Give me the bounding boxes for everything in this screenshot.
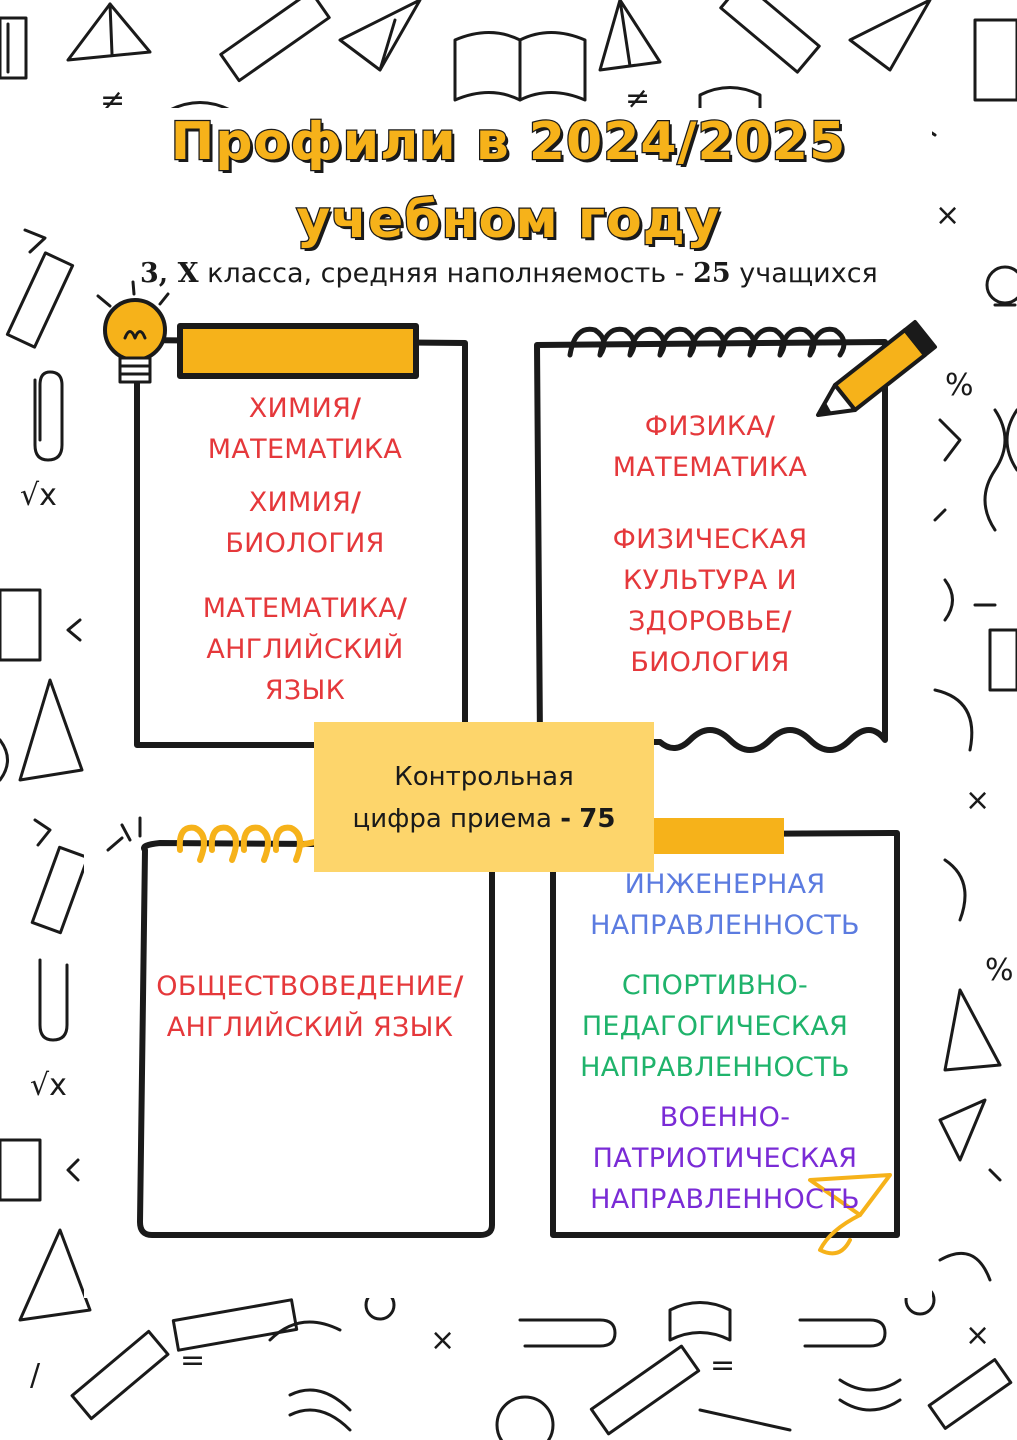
admission-quota-line-1: Контрольная bbox=[394, 762, 574, 792]
paperclip-icon bbox=[33, 370, 64, 462]
svg-text:%: % bbox=[985, 953, 1014, 988]
ruler-icon bbox=[927, 1358, 1013, 1430]
book-icon bbox=[988, 628, 1017, 692]
admission-quota-number: 75 bbox=[579, 804, 616, 834]
paper-plane-icon bbox=[338, 0, 422, 72]
profile-math-english: МАТЕМАТИКА/ АНГЛИЙСКИЙ ЯЗЫК bbox=[202, 593, 408, 706]
ruler-icon bbox=[719, 0, 821, 74]
classes-number: 3 bbox=[140, 258, 159, 289]
book-icon bbox=[973, 18, 1017, 102]
subtitle-text-b: учащихся bbox=[739, 258, 878, 289]
svg-text:×: × bbox=[965, 1318, 990, 1353]
direction-military-patriotic: ВОЕННО- ПАТРИОТИЧЕСКАЯ НАПРАВЛЕННОСТЬ bbox=[590, 1102, 860, 1215]
svg-text:=: = bbox=[710, 1348, 735, 1383]
page-title-line-2: учебном году bbox=[295, 189, 721, 252]
profile-pe-biology: ФИЗИЧЕСКАЯ КУЛЬТУРА И ЗДОРОВЬЕ/ БИОЛОГИЯ bbox=[612, 524, 808, 678]
triangle-prism-icon bbox=[66, 2, 152, 62]
classes-grade: X bbox=[177, 258, 199, 289]
book-icon bbox=[668, 1301, 732, 1342]
dna-icon bbox=[838, 1378, 902, 1412]
direction-sport-pedagogical: СПОРТИВНО- ПЕДАГОГИЧЕСКАЯ НАПРАВЛЕННОСТЬ bbox=[580, 970, 850, 1083]
svg-text:/: / bbox=[30, 1358, 41, 1393]
lightbulb-icon bbox=[96, 280, 170, 384]
spiral-rings bbox=[176, 824, 318, 863]
fill-number: 25 bbox=[693, 258, 731, 289]
admission-quota-line-2: цифра приема - 75 bbox=[352, 804, 616, 834]
paper-plane-icon bbox=[848, 0, 932, 72]
svg-text:=: = bbox=[180, 1343, 205, 1378]
dna-icon bbox=[983, 408, 1017, 532]
book-icon bbox=[453, 31, 587, 102]
paper-plane-icon bbox=[938, 1098, 987, 1162]
spiral-rings bbox=[567, 326, 847, 358]
svg-text:×: × bbox=[965, 783, 990, 818]
direction-engineering: ИНЖЕНЕРНАЯ НАПРАВЛЕННОСТЬ bbox=[590, 869, 860, 941]
paperclip-icon bbox=[518, 1318, 617, 1348]
book-icon bbox=[0, 16, 28, 80]
triangle-prism-icon bbox=[598, 0, 662, 72]
svg-text:×: × bbox=[430, 1323, 455, 1358]
profile-social-english: ОБЩЕСТВОВЕДЕНИЕ/ АНГЛИЙСКИЙ ЯЗЫК bbox=[156, 971, 464, 1043]
card-bottom-right-tape bbox=[630, 818, 784, 854]
page-title-line-1: Профили в 2024/2025 bbox=[169, 111, 847, 174]
subtitle-text-a: класса, средняя наполняемость bbox=[207, 258, 667, 289]
ruler-icon bbox=[30, 845, 90, 935]
paper-plane-icon bbox=[808, 1173, 892, 1256]
profile-chemistry-math: ХИМИЯ/ МАТЕМАТИКА bbox=[207, 393, 403, 465]
card-bottom-left-frame bbox=[137, 840, 495, 1238]
ruler-icon bbox=[589, 1344, 701, 1436]
card-top-right-frame bbox=[534, 339, 888, 753]
sqrt-x-icon: √x bbox=[30, 1068, 67, 1103]
pencil-icon bbox=[816, 320, 937, 417]
card-top-left-tape bbox=[177, 323, 419, 379]
ruler-icon bbox=[5, 251, 75, 349]
paperclip-icon bbox=[798, 1318, 887, 1348]
book-icon bbox=[0, 588, 42, 662]
subtitle-dash: - bbox=[674, 258, 685, 289]
profile-chemistry-biology: ХИМИЯ/ БИОЛОГИЯ bbox=[225, 487, 385, 559]
admission-quota-box: Контрольная цифра приема - 75 bbox=[314, 722, 654, 872]
triangle-prism-icon bbox=[18, 1228, 92, 1322]
sqrt-x-icon: √x bbox=[20, 478, 57, 513]
lightbulb-icon bbox=[985, 265, 1017, 307]
svg-text:%: % bbox=[945, 368, 974, 403]
lightbulb-icon bbox=[495, 1395, 555, 1440]
dna-icon bbox=[288, 1388, 352, 1432]
svg-text:√x: √x bbox=[30, 1068, 67, 1103]
profile-physics-math: ФИЗИКА/ МАТЕМАТИКА bbox=[612, 411, 808, 483]
ruler-icon bbox=[70, 1329, 170, 1421]
ruler-icon bbox=[219, 0, 331, 83]
triangle-prism-icon bbox=[18, 678, 84, 782]
triangle-prism-icon bbox=[943, 988, 1002, 1072]
paperclip-icon bbox=[38, 958, 69, 1042]
subtitle: 3, X класса, средняя наполняемость - 25 … bbox=[140, 258, 878, 289]
svg-text:×: × bbox=[935, 198, 960, 233]
ruler-icon bbox=[171, 1298, 299, 1352]
svg-text:√x: √x bbox=[20, 478, 57, 513]
book-icon bbox=[0, 1138, 42, 1202]
